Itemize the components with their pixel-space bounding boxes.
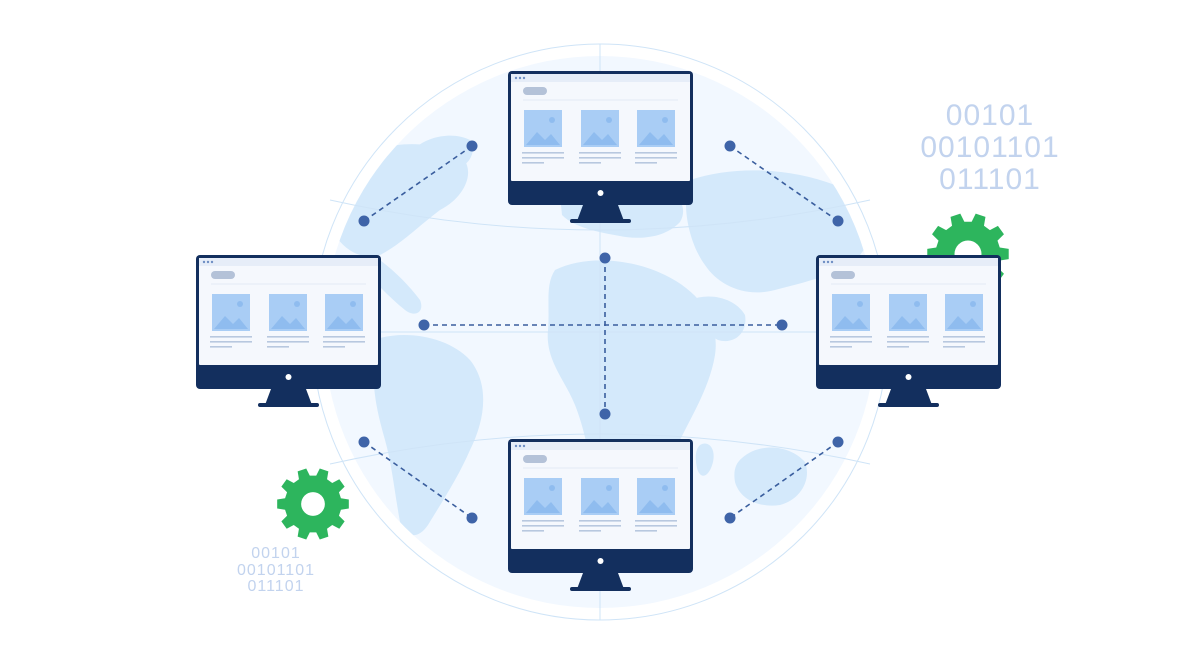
gear-icon	[277, 468, 349, 540]
network-node	[724, 140, 736, 152]
dashed-connector	[729, 441, 839, 519]
binary-line: 00101101	[920, 131, 1060, 164]
network-node	[832, 436, 844, 448]
network-node	[358, 215, 370, 227]
network-nodes	[358, 140, 844, 524]
continent-greenland	[415, 135, 473, 170]
network-node	[358, 436, 370, 448]
dashed-connector	[363, 441, 473, 519]
network-node	[466, 140, 478, 152]
binary-line: 00101	[945, 99, 1035, 132]
network-connections	[363, 145, 839, 519]
binary-code-bottom-left: 00101 00101101 011101	[230, 545, 322, 596]
network-node	[599, 252, 611, 264]
island-madagascar	[695, 443, 714, 476]
continent-arabia	[690, 296, 746, 342]
network-node	[466, 512, 478, 524]
binary-line: 00101101	[237, 561, 315, 579]
network-node	[776, 319, 788, 331]
binary-line: 00101	[251, 545, 301, 562]
monitor-bottom	[507, 438, 694, 592]
monitor-top	[507, 70, 694, 224]
network-node	[832, 215, 844, 227]
continent-south-america	[373, 334, 484, 536]
latitude-line	[329, 199, 871, 231]
binary-code-top-right: 00101 00101101 011101	[915, 100, 1065, 196]
island-japan	[837, 229, 854, 255]
binary-line: 011101	[939, 163, 1041, 196]
gear-hole	[301, 492, 325, 516]
monitor-left	[195, 254, 382, 408]
latitude-line	[329, 433, 871, 465]
binary-line: 011101	[247, 578, 305, 595]
dashed-connector	[363, 145, 473, 222]
network-node	[599, 408, 611, 420]
monitor-right	[815, 254, 1002, 408]
dashed-connector	[729, 145, 839, 222]
continent-australia	[734, 447, 808, 506]
network-node	[724, 512, 736, 524]
network-node	[418, 319, 430, 331]
